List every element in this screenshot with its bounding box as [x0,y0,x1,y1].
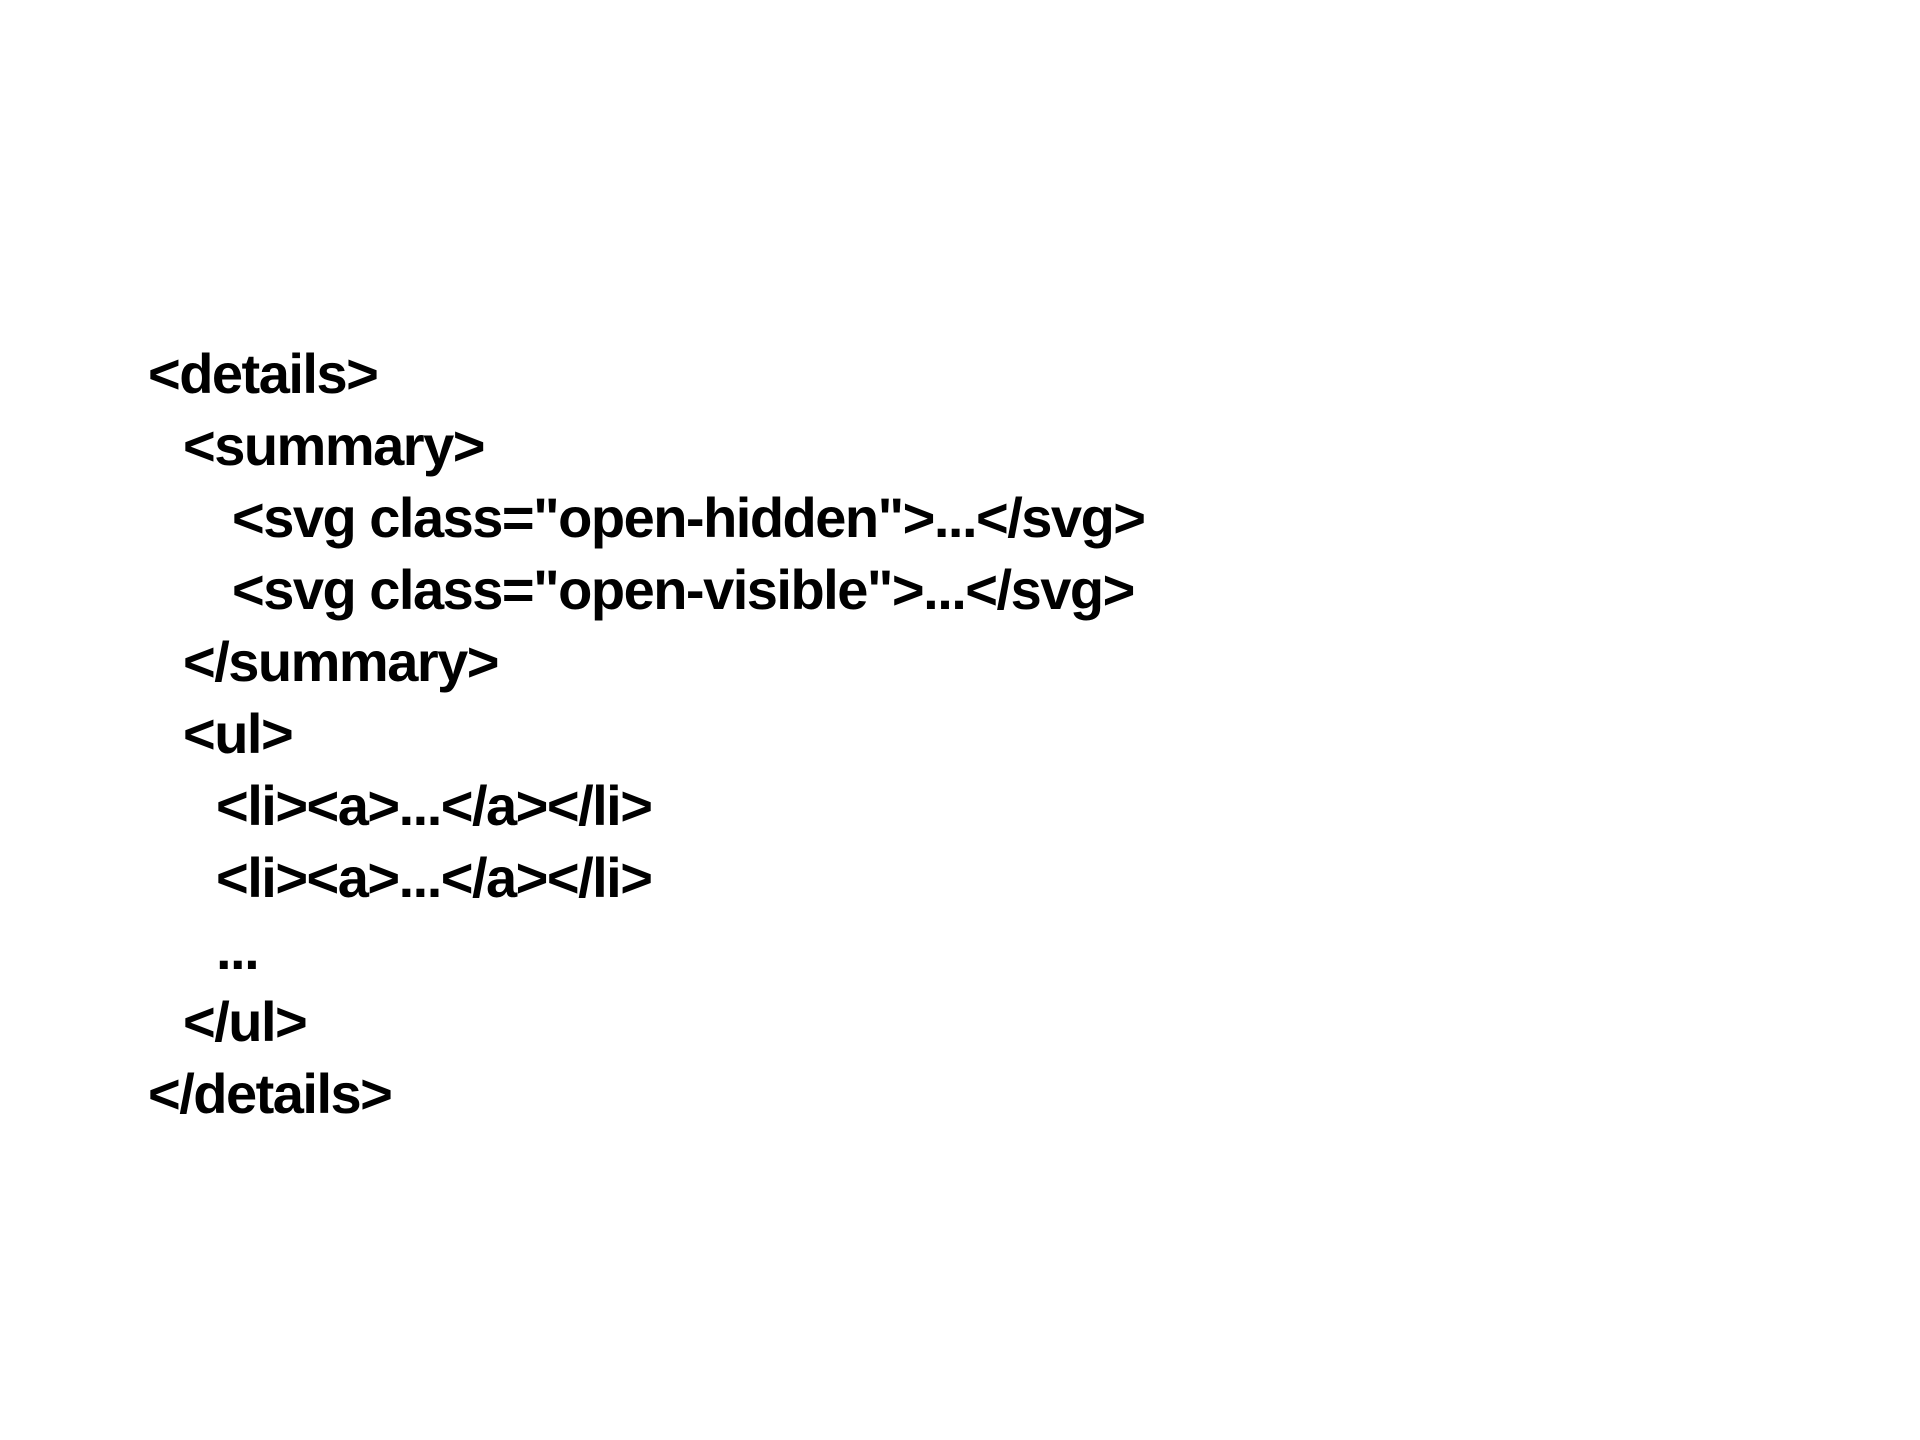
code-line-details-open: <details> [148,342,379,405]
code-line-ellipsis: ... [216,918,260,981]
code-line-svg-open-visible: <svg class="open-visible">...</svg> [232,558,1135,621]
code-snippet: <details> <summary> <svg class="open-hid… [148,338,1146,1130]
code-line-summary-open: <summary> [183,414,485,477]
code-line-summary-close: </summary> [183,630,499,693]
code-line-ul-close: </ul> [183,990,308,1053]
code-line-details-close: </details> [148,1062,393,1125]
code-line-list-item-2: <li><a>...</a></li> [216,846,653,909]
code-line-svg-open-hidden: <svg class="open-hidden">...</svg> [232,486,1146,549]
code-line-ul-open: <ul> [183,702,294,765]
code-line-list-item-1: <li><a>...</a></li> [216,774,653,837]
